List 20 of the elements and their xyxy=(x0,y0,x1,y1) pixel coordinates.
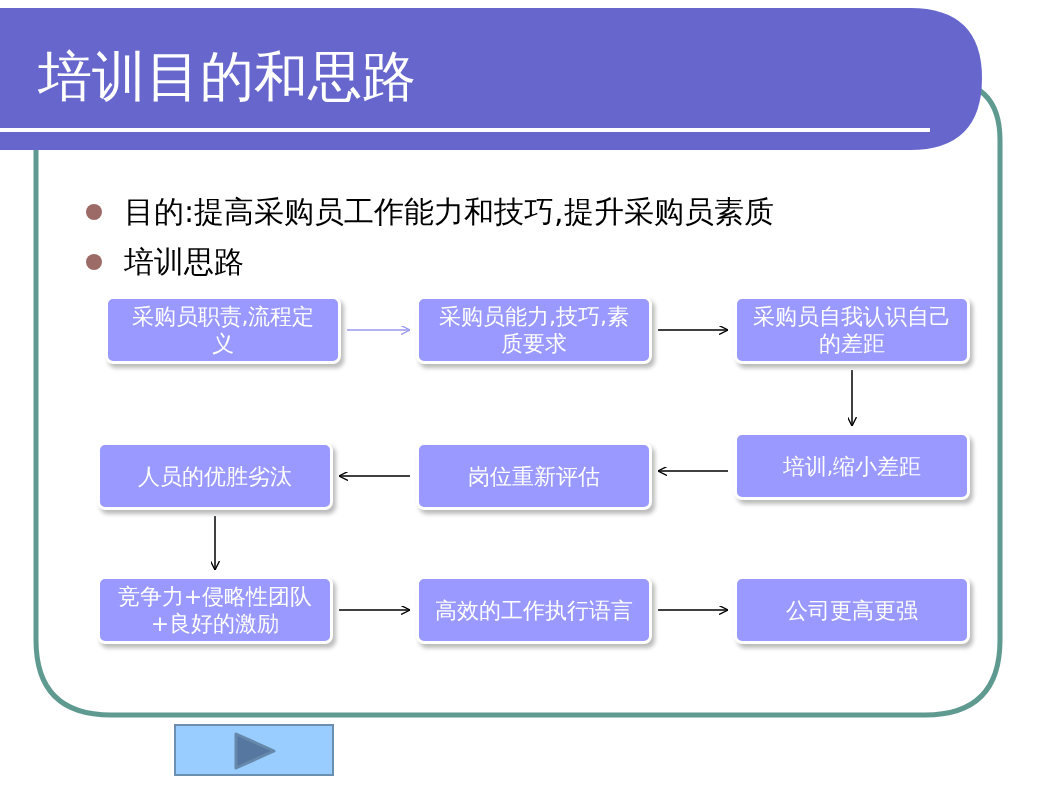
bullet-text: 培训思路 xyxy=(124,243,244,281)
process-box: 采购员职责,流程定义 xyxy=(105,296,341,364)
process-box: 人员的优胜劣汰 xyxy=(97,442,333,510)
arrow xyxy=(657,604,729,616)
arrow xyxy=(338,604,411,616)
arrow xyxy=(209,515,221,571)
process-box: 竞争力+侵略性团队+良好的激励 xyxy=(97,576,333,644)
arrow xyxy=(346,324,411,336)
arrow xyxy=(657,324,729,336)
arrow xyxy=(338,470,411,482)
process-box: 岗位重新评估 xyxy=(416,442,652,510)
slide-title: 培训目的和思路 xyxy=(38,44,416,110)
bullet-text: 目的:提高采购员工作能力和技巧,提升采购员素质 xyxy=(124,193,774,231)
process-box: 公司更高更强 xyxy=(734,576,970,644)
process-box: 培训,缩小差距 xyxy=(734,432,970,500)
arrow xyxy=(657,465,729,477)
arrow xyxy=(846,369,858,427)
process-box: 采购员能力,技巧,素质要求 xyxy=(416,296,652,364)
process-box: 采购员自我认识自己的差距 xyxy=(734,296,970,364)
process-box: 高效的工作执行语言 xyxy=(416,576,652,644)
